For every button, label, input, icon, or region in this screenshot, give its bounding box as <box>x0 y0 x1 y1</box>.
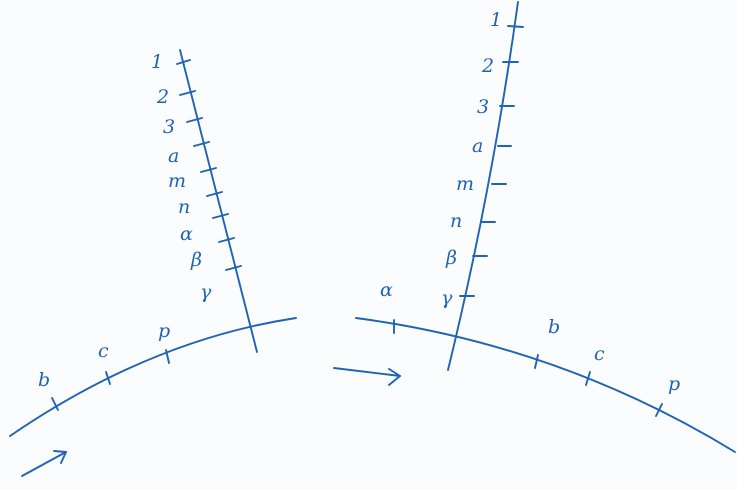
right-curve-label: b <box>548 316 560 338</box>
tick <box>218 237 235 243</box>
right-diagram: 1 2 3 a m n β γ α b c p <box>355 1 736 453</box>
tick <box>176 59 191 65</box>
left-vertical-ticks <box>176 59 242 271</box>
left-curve-label: c <box>98 340 109 362</box>
right-curve-ticks <box>393 319 663 417</box>
right-curve <box>355 317 736 453</box>
tick <box>655 403 663 417</box>
right-curve-label: p <box>668 373 680 395</box>
left-curve-labels: b c p <box>38 320 170 391</box>
left-vertical-line <box>179 49 258 353</box>
right-curve-labels: α b c p <box>380 279 680 395</box>
left-vertical-label: a <box>168 145 179 167</box>
right-vertical-label: β <box>445 247 457 269</box>
left-vertical-label: 1 <box>151 51 163 73</box>
right-vertical-label: n <box>450 210 462 232</box>
left-vertical-label: α <box>180 223 193 245</box>
tick <box>165 349 170 364</box>
tick <box>206 191 223 197</box>
tick <box>51 397 59 411</box>
tick <box>179 90 196 96</box>
left-curve-label: p <box>158 320 170 342</box>
tick <box>200 167 217 173</box>
right-vertical-label: 3 <box>477 96 489 118</box>
tick <box>212 213 229 219</box>
left-vertical-label: 3 <box>163 116 175 138</box>
right-vertical-line <box>447 1 519 371</box>
left-curve-ticks <box>51 349 170 411</box>
right-vertical-ticks <box>459 25 524 297</box>
left-vertical-label: β <box>190 249 202 271</box>
right-vertical-label: 1 <box>490 9 502 31</box>
left-curve <box>9 317 297 437</box>
tick <box>193 141 210 147</box>
right-vertical-labels: 1 2 3 a m n β γ <box>441 9 502 309</box>
left-curve-label: b <box>38 369 50 391</box>
right-vertical-label: 2 <box>481 55 494 77</box>
right-vertical-label: γ <box>441 287 453 309</box>
left-vertical-label: n <box>178 196 190 218</box>
left-vertical-label: m <box>168 170 186 192</box>
left-vertical-label: γ <box>200 281 212 303</box>
left-diagram: 1 2 3 a m n α β γ b c p <box>9 49 297 477</box>
tick <box>225 265 242 271</box>
left-direction-arrow <box>21 450 67 477</box>
tick <box>105 371 111 385</box>
transition-arrow <box>333 367 401 386</box>
left-vertical-labels: 1 2 3 a m n α β γ <box>151 51 212 303</box>
right-curve-label: α <box>380 279 393 301</box>
right-vertical-label: m <box>456 173 474 195</box>
tick <box>186 117 203 123</box>
left-vertical-label: 2 <box>156 86 169 108</box>
tick <box>534 354 539 369</box>
tick <box>585 371 591 386</box>
right-vertical-label: a <box>472 135 483 157</box>
right-curve-label: c <box>594 343 605 365</box>
tick <box>507 25 524 28</box>
